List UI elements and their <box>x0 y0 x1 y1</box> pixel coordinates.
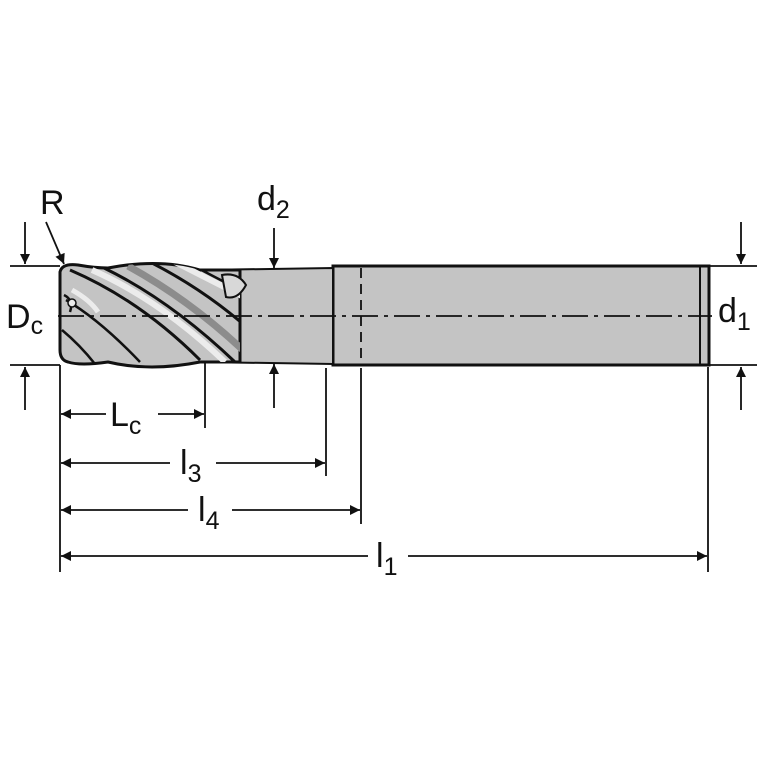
label-dc: Dc <box>6 298 43 340</box>
label-lc: Lc <box>110 396 141 440</box>
end-mill-body <box>58 262 711 369</box>
flute-runout <box>220 273 248 299</box>
corner-radius-mark <box>67 298 77 308</box>
label-r: R <box>40 184 65 222</box>
label-d1: d1 <box>718 292 751 336</box>
length-dimensions <box>61 409 707 561</box>
label-l1: l1 <box>376 537 397 581</box>
label-d2: d2 <box>257 180 290 224</box>
label-l3: l3 <box>180 444 201 488</box>
r-leader <box>45 221 65 265</box>
label-l4: l4 <box>198 491 220 535</box>
extension-lines <box>10 265 757 572</box>
